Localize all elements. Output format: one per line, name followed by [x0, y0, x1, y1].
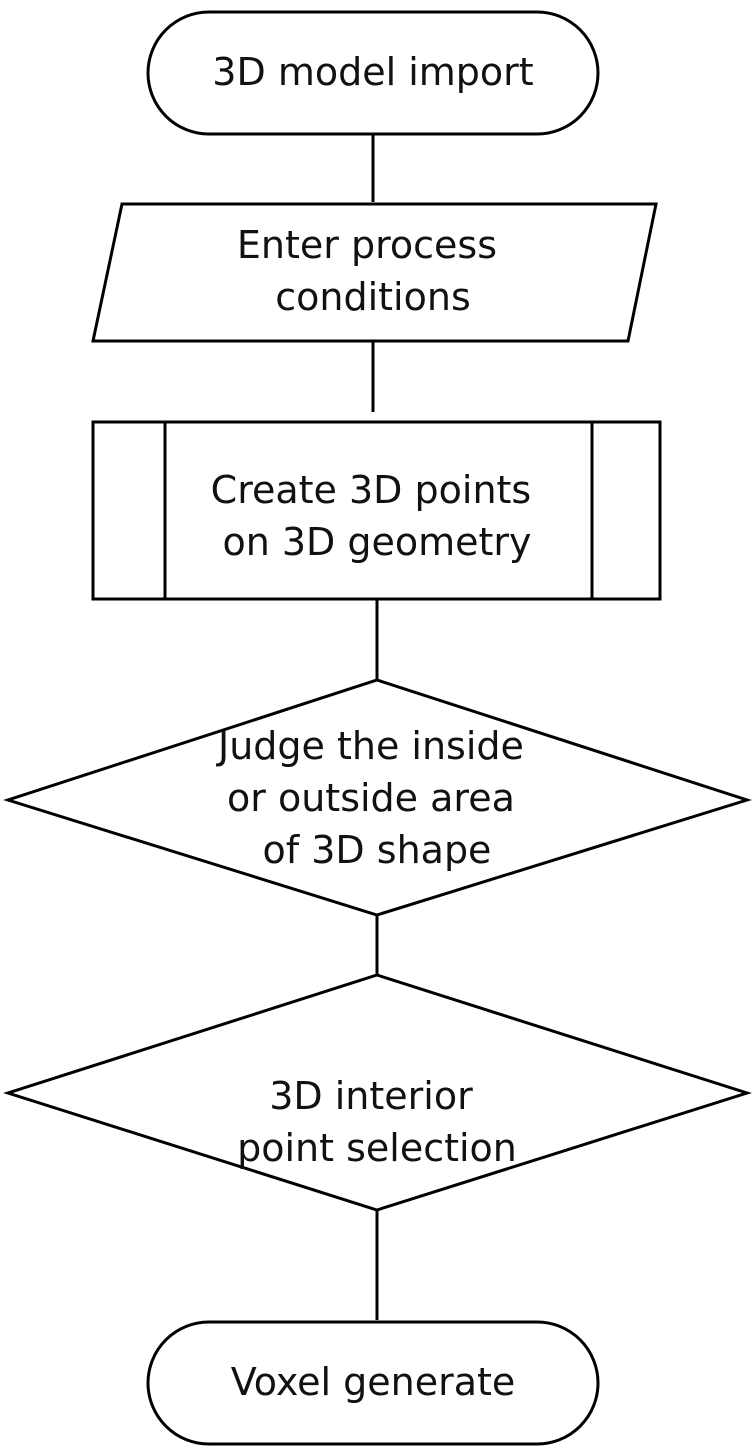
node-create-predefined-process: Create 3D points on 3D geometry: [91, 420, 662, 601]
node-input-parallelogram: Enter process conditions: [91, 202, 658, 343]
node-select-decision: 3D interior point selection: [3, 973, 752, 1212]
node-start-terminator: 3D model import: [146, 10, 600, 136]
node-input-label: Enter process conditions: [237, 223, 509, 319]
node-judge-label: Judge the inside or outside area of 3D s…: [216, 724, 536, 872]
node-select-label: 3D interior point selection: [237, 1074, 517, 1170]
node-create-label: Create 3D points on 3D geometry: [211, 468, 544, 564]
node-judge-decision: Judge the inside or outside area of 3D s…: [3, 678, 752, 917]
node-end-terminator: Voxel generate: [146, 1320, 600, 1446]
node-start-label: 3D model import: [212, 50, 533, 94]
node-end-label: Voxel generate: [231, 1360, 516, 1404]
